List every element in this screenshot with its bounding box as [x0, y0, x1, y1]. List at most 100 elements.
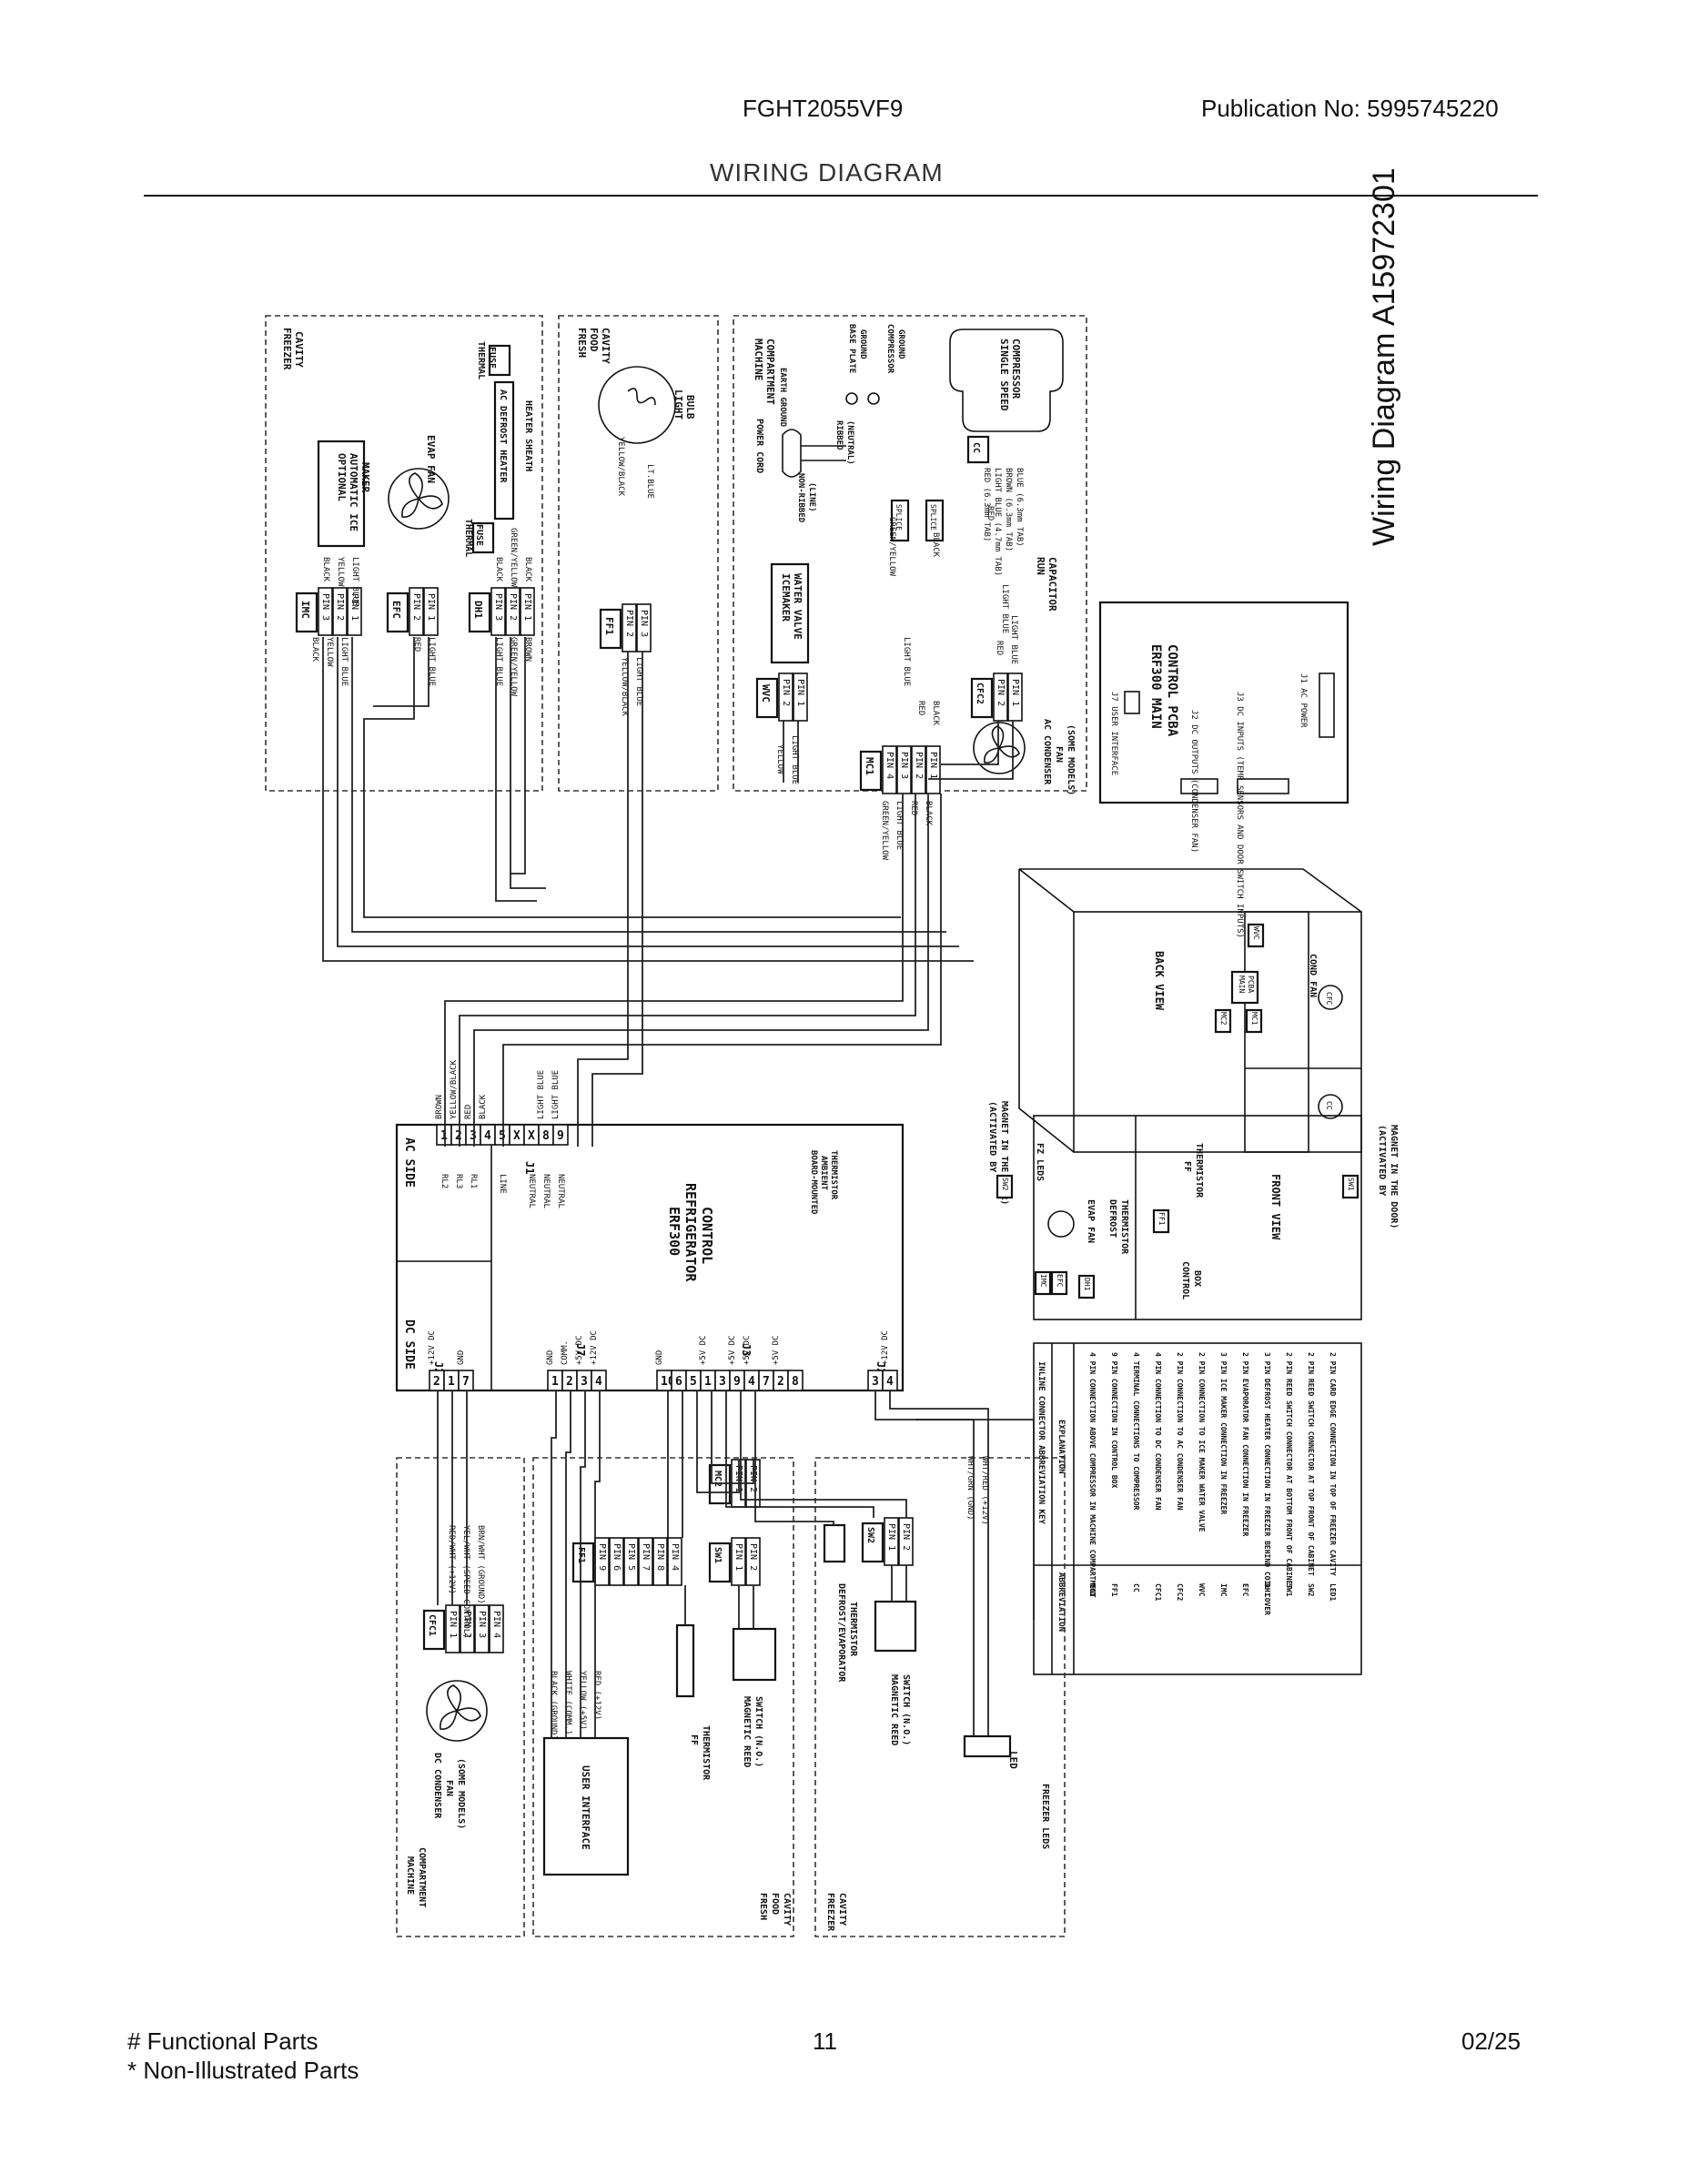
mag-switch-fz-label: MAGNETIC REED SWITCH (N.O.)	[889, 1674, 911, 1745]
svg-text:PIN 1: PIN 1	[928, 752, 938, 779]
control-pin-number: 6	[675, 1375, 682, 1389]
machine-compartment-top-label: MACHINE COMPARTMENT	[753, 339, 776, 405]
magnetic-reed-switch-ff	[732, 1627, 777, 1682]
pcba-j2-label: J2 DC OUTPUTS (CONDENSER FAN)	[1189, 710, 1198, 853]
front-view-imc	[1034, 1270, 1052, 1296]
svg-text:THERMISTOR: THERMISTOR	[1119, 1199, 1129, 1255]
abbr-key-text: 4 TERMINAL CONNECTIONS TO COMPRESSOR	[1132, 1352, 1140, 1511]
svg-text:BOARD-MOUNTED: BOARD-MOUNTED	[809, 1150, 818, 1215]
svg-text:MAGNETIC REED: MAGNETIC REED	[742, 1696, 752, 1767]
control-pin-number: 4	[886, 1375, 894, 1389]
non-ribbed-label: NON-RIBBED (LINE)	[796, 473, 816, 523]
control-pin-number: X	[528, 1129, 535, 1143]
front-view-efc-label: EFC	[1056, 1274, 1064, 1288]
svg-text:(NEUTRAL): (NEUTRAL)	[845, 420, 854, 465]
front-view-sw1	[1341, 1174, 1359, 1199]
ac-side-label: AC SIDE	[402, 1138, 416, 1188]
svg-text:PIN 4: PIN 4	[884, 752, 895, 779]
front-view-ff-thermistor: FF THERMISTOR	[1182, 1143, 1204, 1198]
svg-text:CAVITY: CAVITY	[782, 1893, 792, 1926]
wire-label: LIGHT BLUE	[350, 557, 359, 606]
svg-text:COMPARTMENT: COMPARTMENT	[417, 1847, 427, 1907]
svg-text:CONTROL: CONTROL	[699, 1207, 715, 1264]
pcba-j3-label: J3 DC INPUTS (TEMP SENSORS AND DOOR SWIT…	[1235, 692, 1244, 938]
wire-label: LIGHT BLUE	[790, 735, 799, 784]
svg-text:COMPARTMENT: COMPARTMENT	[764, 339, 776, 405]
svg-text:SINGLE SPEED: SINGLE SPEED	[998, 339, 1010, 411]
svg-text:EFC: EFC	[390, 601, 402, 619]
wire-label: GREEN/YELLOW	[509, 637, 518, 697]
ff-thermistor-bottom-label: FF THERMISTOR	[689, 1725, 711, 1781]
front-view-title: FRONT VIEW	[1269, 1174, 1282, 1240]
wire-label: LIGHT BLUE	[895, 801, 904, 850]
svg-text:(SOME MODELS): (SOME MODELS)	[456, 1758, 466, 1829]
optional-ice-maker-box	[317, 440, 366, 548]
abbr-key-text: 2 PIN CONNECTION TO ICE MAKER WATER VALV…	[1198, 1352, 1206, 1532]
wire-label: BROWN	[523, 637, 532, 662]
freezer-leds-label: FREEZER LEDS	[1040, 1784, 1050, 1849]
svg-text:MACHINE: MACHINE	[753, 339, 764, 380]
svg-text:LIGHT BLUE (4.7mm TAB): LIGHT BLUE (4.7mm TAB)	[993, 468, 1002, 576]
cfc2-connector: CFC2 PIN 2 PIN 1	[970, 672, 1023, 722]
back-view-cc-symbol	[1318, 1094, 1343, 1119]
abbr-key-title: INLINE CONNECTOR ABBREVIATION KEY	[1036, 1361, 1046, 1524]
svg-text:FOOD: FOOD	[588, 328, 600, 352]
j3-label: J3	[740, 1343, 753, 1356]
abbr-key-text: 3 PIN DEFROST HEATER CONNECTION IN FREEZ…	[1263, 1352, 1271, 1615]
svg-text:COMPRESSOR: COMPRESSOR	[885, 324, 895, 374]
front-view-sw2-label: SW2	[1001, 1178, 1009, 1191]
cfc1-wire-label: YEL/WHT (SPEED CONTROL)	[461, 1525, 470, 1639]
svg-text:PIN 3: PIN 3	[639, 610, 649, 637]
fresh-food-cavity-top	[558, 315, 719, 792]
svg-text:BROWN (6.3mm TAB): BROWN (6.3mm TAB)	[1004, 468, 1013, 551]
wire-label: LIGHT BLUE	[902, 637, 911, 686]
model-number: FGHT2055VF9	[743, 95, 904, 122]
svg-text:PIN 2: PIN 2	[748, 1543, 758, 1571]
svg-text:PIN 3: PIN 3	[320, 593, 330, 621]
optional-ice-maker-label: OPTIONAL AUTOMATIC ICE MAKER	[336, 453, 371, 531]
svg-text:PIN 2: PIN 2	[462, 1611, 472, 1638]
svg-text:PIN 8: PIN 8	[655, 1543, 665, 1571]
control-pin-number: 9	[557, 1129, 564, 1143]
back-view-mc2	[1214, 1008, 1232, 1034]
pcba-j1-header	[1319, 672, 1335, 738]
pcba-j3-header	[1237, 778, 1289, 794]
erf300-refrigerator-control	[395, 1123, 905, 1392]
svg-text:THERMAL: THERMAL	[463, 519, 473, 557]
freezer-cavity-top	[265, 315, 543, 792]
svg-text:(SOME MODELS): (SOME MODELS)	[1066, 724, 1076, 795]
svg-text:SW1: SW1	[713, 1547, 723, 1563]
footer-date: 02/25	[1461, 2027, 1521, 2055]
svg-text:AUTOMATIC ICE: AUTOMATIC ICE	[348, 453, 359, 531]
wire-label: RED	[995, 641, 1004, 655]
ac-condenser-fan-label: AC CONDENSER FAN (SOME MODELS)	[1042, 719, 1076, 795]
user-interface-label: USER INTERFACE	[580, 1765, 591, 1850]
control-pin-label: COMM.	[561, 1340, 570, 1365]
svg-text:THERMISTOR: THERMISTOR	[848, 1602, 858, 1657]
abbr-key-abbr: IMC	[1219, 1583, 1228, 1597]
svg-text:AMBIENT: AMBIENT	[819, 1156, 828, 1191]
svg-text:SWITCH (N.O.): SWITCH (N.O.)	[753, 1696, 763, 1767]
control-pin-number: 2	[433, 1375, 440, 1389]
ac-defrost-heater-label: AC DEFROST HEATER	[498, 389, 508, 483]
control-pin-number: 4	[484, 1129, 491, 1143]
icemaker-valve-box	[770, 562, 810, 664]
ground-screw	[845, 392, 858, 405]
svg-text:DEFROST/EVAPORATOR: DEFROST/EVAPORATOR	[836, 1583, 846, 1683]
wire-label: YELLOW	[775, 744, 784, 774]
control-pin-number: 8	[792, 1375, 799, 1389]
control-pin-label: +5V DC	[699, 1335, 708, 1365]
pcba-j7-label: J7 USER INTERFACE	[1109, 692, 1118, 775]
control-pin-label: BROWN	[435, 1095, 444, 1119]
relay-label: NEUTRAL	[556, 1174, 565, 1208]
wire-harness-top	[322, 637, 1014, 1147]
light-bulb-label: LIGHT BULB	[672, 389, 696, 420]
compressor-symbol	[949, 329, 1064, 432]
control-pin-label: +12V DC	[428, 1330, 437, 1365]
wire-label: GREEN/YELLOW	[509, 528, 518, 588]
machine-compartment-bottom-label: MACHINE COMPARTMENT	[405, 1847, 427, 1907]
control-pin-label: GND	[655, 1350, 664, 1365]
wire-label: RED	[986, 506, 995, 521]
svg-text:FF: FF	[689, 1734, 699, 1745]
